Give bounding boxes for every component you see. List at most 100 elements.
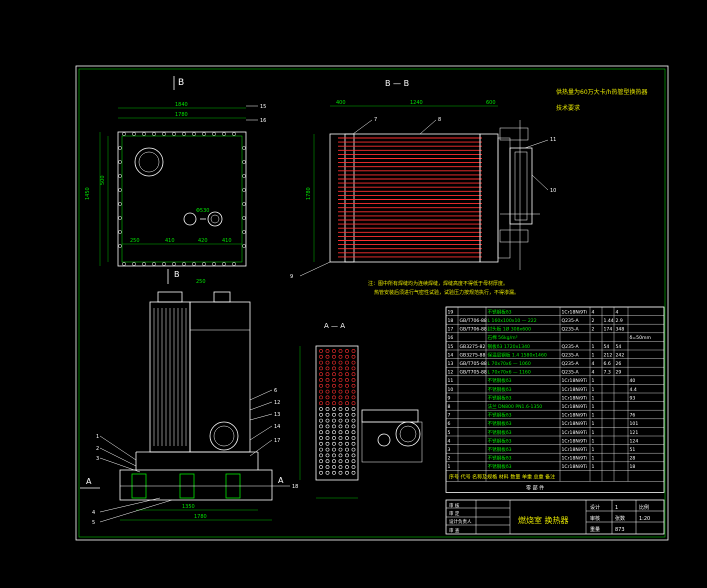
- bom-cell-unit: 6.6: [604, 361, 611, 367]
- aa-tube-hole: [319, 401, 323, 406]
- bom-cell-qty: 1: [592, 378, 595, 384]
- bom-cell-name: 不锈钢板δ3: [488, 394, 512, 401]
- aa-tube-hole: [345, 389, 349, 394]
- aa-tube-hole: [332, 459, 336, 464]
- bom-cell-no: 17: [448, 327, 454, 333]
- aa-tube-hole: [351, 430, 356, 435]
- bom-cell-no: 8: [448, 404, 451, 410]
- bom-cell-total: 348: [616, 327, 625, 333]
- aa-tube-hole: [319, 447, 323, 452]
- aa-tube-hole: [332, 407, 336, 411]
- svg-text:400: 400: [336, 100, 346, 106]
- aa-tube-hole: [345, 366, 349, 371]
- bom-cell-no: 3: [448, 447, 451, 453]
- bom-header-sub: 零 部 件: [526, 484, 544, 491]
- bom-cell-qty: 1: [592, 387, 595, 393]
- svg-text:1:20: 1:20: [639, 516, 650, 522]
- aa-tube-hole: [319, 441, 323, 446]
- aa-tube-hole: [332, 383, 336, 388]
- bom-cell-name: 不锈钢板δ3: [488, 377, 512, 384]
- bom-cell-no: 1: [448, 464, 451, 470]
- bom-cell-no: 12: [448, 370, 454, 376]
- bom-cell-name: 封头板 1Ø 308x600: [488, 326, 532, 333]
- bom-cell-note: 18: [630, 464, 636, 470]
- b-arrow-label: B: [174, 270, 180, 279]
- bom-cell-code: GB/T706-88: [460, 318, 487, 324]
- aa-tube-hole: [332, 465, 336, 469]
- svg-text:设计负责人: 设计负责人: [449, 518, 472, 525]
- aa-tube-hole: [319, 459, 323, 464]
- aa-tube-hole: [325, 372, 330, 377]
- bom-cell-mat: Q235-A: [562, 344, 580, 350]
- bom-cell-mat: 1Cr18Ni9Ti: [562, 387, 587, 393]
- bom-cell-qty: 1: [592, 395, 595, 401]
- aa-tube-hole: [338, 412, 343, 417]
- aa-tube-hole: [325, 354, 330, 359]
- bom-cell-name: L 70x70x6 — 1060: [488, 361, 531, 367]
- aa-tube-hole: [319, 436, 323, 440]
- bom-cell-no: 18: [448, 318, 454, 324]
- bom-cell-no: 4: [448, 438, 451, 444]
- svg-text:13: 13: [274, 412, 280, 418]
- bom-cell-name: 不锈钢板δ3: [488, 463, 512, 470]
- aa-tube-hole: [325, 436, 330, 440]
- bom-cell-mat: Q235-A: [562, 318, 580, 324]
- aa-tube-hole: [351, 389, 356, 394]
- bom-cell-note: 51: [630, 447, 636, 453]
- bom-cell-no: 14: [448, 352, 454, 358]
- bom-cell-code: GB/T705-88: [460, 361, 487, 367]
- bom-cell-no: 9: [448, 395, 451, 401]
- svg-text:1450: 1450: [85, 187, 91, 200]
- bom-cell-mat: Q235-A: [562, 352, 580, 358]
- svg-text:17: 17: [274, 438, 280, 444]
- aa-tube-hole: [351, 395, 356, 400]
- aa-tube-hole: [345, 412, 349, 417]
- svg-text:14: 14: [274, 424, 280, 430]
- svg-text:2: 2: [96, 446, 99, 452]
- aa-tube-hole: [319, 430, 323, 435]
- bom-cell-total: 242: [616, 352, 625, 358]
- bom-cell-qty: 2: [592, 327, 595, 333]
- bom-cell-code: GB3275-88: [460, 352, 486, 358]
- bom-cell-mat: 1Cr18Ni9Ti: [562, 464, 587, 470]
- aa-tube-hole: [351, 372, 356, 377]
- bom-cell-name: 法兰 DN800 PN1.6-1350: [488, 403, 543, 410]
- aa-tube-hole: [332, 424, 336, 429]
- aa-tube-hole: [319, 360, 323, 365]
- aa-tube-hole: [332, 430, 336, 435]
- bom-cell-name: 不锈钢板δ3: [488, 455, 512, 462]
- aa-tube-hole: [325, 366, 330, 371]
- svg-text:1780: 1780: [175, 112, 188, 118]
- aa-tube-hole: [351, 360, 356, 365]
- bom-cell-no: 13: [448, 361, 454, 367]
- aa-tube-hole: [325, 424, 330, 429]
- bom-cell-total: 29: [616, 370, 622, 376]
- svg-text:1: 1: [96, 434, 99, 440]
- aa-tube-hole: [332, 354, 336, 359]
- aa-tube-hole: [332, 349, 336, 353]
- aa-tube-hole: [319, 395, 323, 400]
- bom-cell-mat: Q235-A: [562, 370, 580, 376]
- view-marker-b: B: [178, 78, 184, 88]
- aa-tube-hole: [338, 453, 343, 458]
- aa-tube-hole: [351, 412, 356, 417]
- aa-tube-hole: [351, 465, 356, 469]
- top-left-plan-view: B 1840 1780 1450 500 250 410 420 410 Φ53…: [85, 76, 266, 284]
- bom-cell-qty: 4: [592, 361, 595, 367]
- aa-tube-hole: [325, 349, 330, 353]
- bom-cell-mat: 1Cr18Ni9Ti: [562, 413, 587, 419]
- bom-cell-total: 54: [616, 344, 622, 350]
- aa-tube-hole: [319, 349, 323, 353]
- aa-tube-hole: [338, 459, 343, 464]
- aa-tube-hole: [325, 383, 330, 388]
- aa-tube-hole: [351, 418, 356, 423]
- svg-text:8: 8: [438, 117, 441, 123]
- aa-tube-hole: [345, 401, 349, 406]
- sheet-border: [75, 65, 669, 541]
- bom-cell-name: L 160x100x10 — 222: [488, 318, 537, 324]
- svg-text:7: 7: [374, 117, 377, 123]
- bom-cell-no: 15: [448, 344, 454, 350]
- aa-tube-hole: [345, 383, 349, 388]
